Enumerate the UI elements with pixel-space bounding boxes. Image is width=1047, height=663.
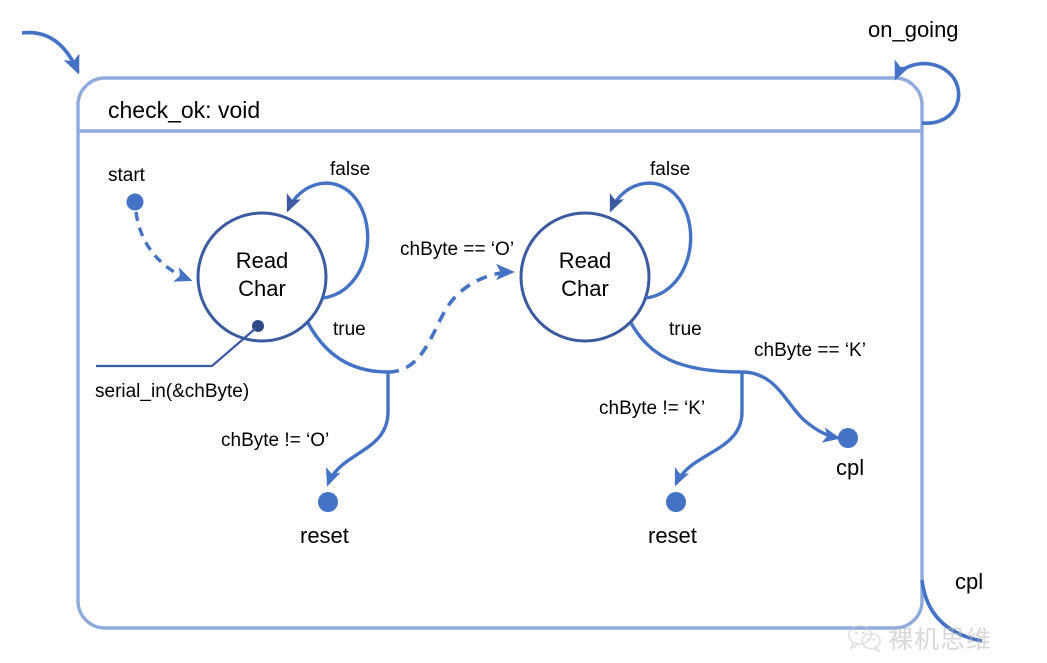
- label-ne-o: chByte != ‘O’: [221, 430, 330, 451]
- terminal-cpl-1: [838, 428, 858, 448]
- state-2-line2: Char: [561, 275, 609, 301]
- label-reset-2: reset: [648, 523, 697, 548]
- terminal-reset-2: [666, 492, 686, 512]
- label-cpl-outer: cpl: [955, 569, 984, 594]
- transition-true-2: [629, 322, 743, 374]
- transition-ne-o: [326, 372, 390, 487]
- state-read-char-1: [96, 181, 370, 368]
- label-eq-k: chByte == ‘K’: [754, 340, 866, 361]
- box-title: check_ok: void: [108, 97, 261, 123]
- label-false-1: false: [330, 159, 371, 180]
- label-ne-k: chByte != ‘K’: [599, 398, 706, 419]
- label-start: start: [108, 165, 145, 186]
- terminal-reset-1: [318, 492, 338, 512]
- state-1-line1: Read: [235, 248, 289, 273]
- state-2-line1: Read: [558, 248, 612, 273]
- transition-eq-k: [741, 370, 841, 443]
- label-cpl-inner: cpl: [836, 455, 865, 480]
- transition-true-1: [306, 322, 389, 374]
- transition-eq-o: [387, 263, 515, 374]
- outer-state-box: [76, 76, 924, 630]
- on-going-self-loop: [894, 59, 961, 125]
- state-2-label: Read Char: [545, 247, 625, 302]
- start-pseudostate: [126, 193, 193, 282]
- self-loop-false-1: [286, 181, 370, 300]
- label-reset-1: reset: [300, 523, 349, 548]
- label-true-1: true: [333, 319, 366, 340]
- label-eq-o: chByte == ‘O’: [400, 239, 515, 260]
- transition-ne-k: [674, 372, 744, 487]
- state-1-label: Read Char: [222, 247, 302, 302]
- cpl-exit-branch: [920, 579, 983, 643]
- label-true-2: true: [669, 319, 702, 340]
- label-serial-in: serial_in(&chByte): [95, 381, 250, 402]
- label-on-going: on_going: [868, 17, 959, 42]
- self-loop-false-2: [609, 181, 693, 300]
- label-false-2: false: [650, 159, 691, 180]
- incoming-arrow: [21, 30, 80, 75]
- callout-serial-in-1: [96, 320, 264, 368]
- state-read-char-2: [519, 181, 693, 343]
- state-1-line2: Char: [238, 275, 286, 301]
